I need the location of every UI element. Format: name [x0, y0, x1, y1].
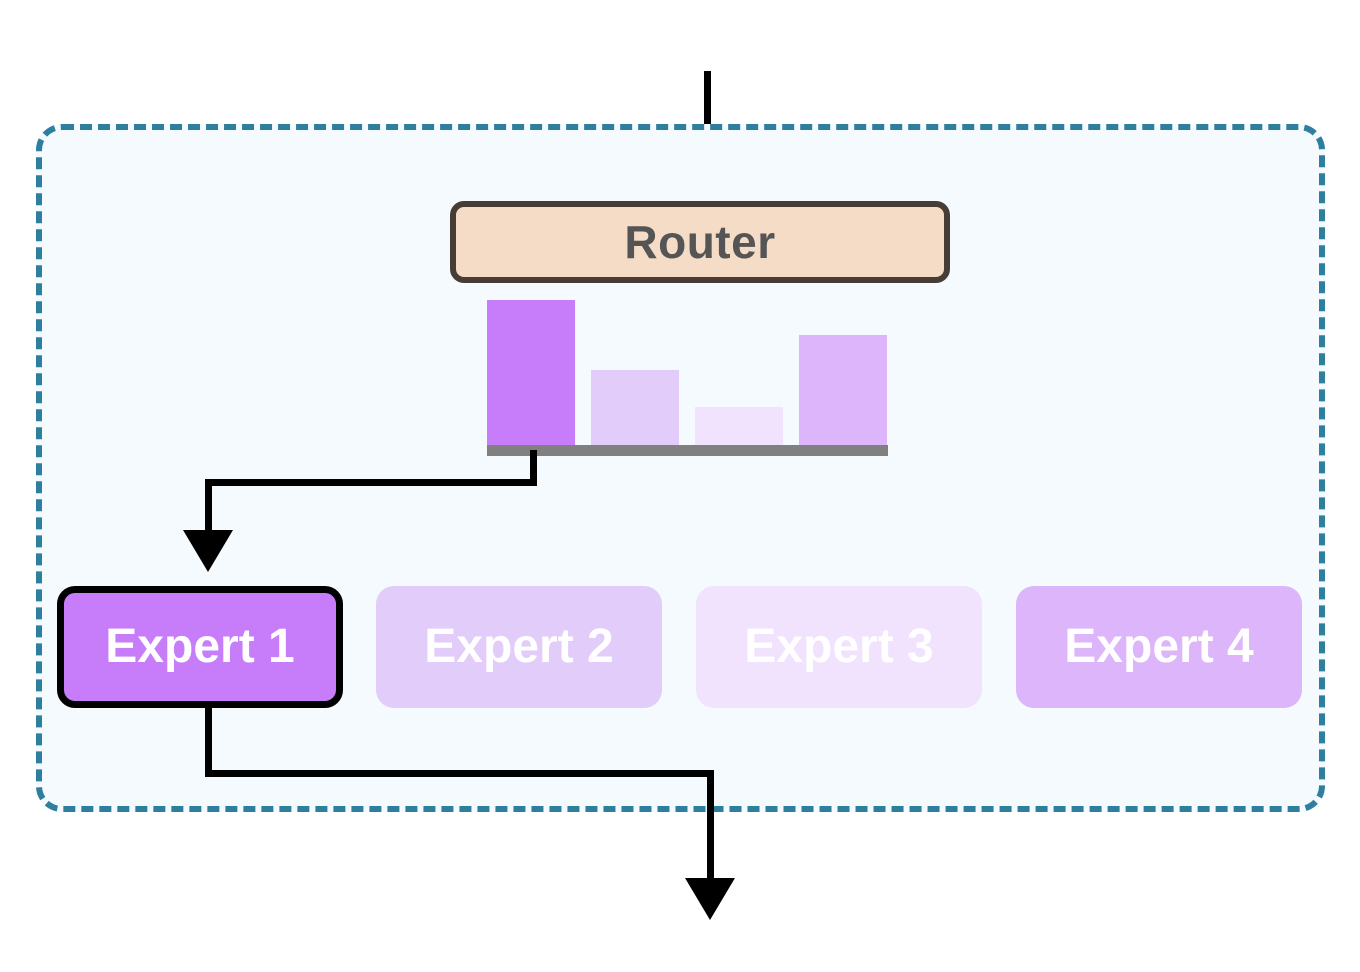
route-arrow-vertical-a	[530, 450, 537, 486]
router-node[interactable]: Router	[450, 201, 950, 283]
expert-node-1[interactable]: Expert 1	[57, 586, 343, 708]
expert-label-4: Expert 4	[1064, 620, 1254, 673]
weight-bar-1	[591, 370, 679, 445]
router-label: Router	[624, 216, 776, 268]
output-arrowhead-icon	[685, 878, 735, 920]
weight-bar-2	[695, 407, 783, 445]
expert-label-2: Expert 2	[424, 620, 614, 673]
output-arrow-horizontal	[205, 770, 714, 777]
output-arrow-vertical-b	[707, 770, 714, 886]
route-arrow-horizontal	[205, 479, 537, 486]
route-arrowhead-icon	[183, 530, 233, 572]
weight-bar-3	[799, 335, 887, 445]
expert-node-3[interactable]: Expert 3	[696, 586, 982, 708]
chart-baseline	[487, 445, 888, 456]
expert-label-1: Expert 1	[105, 620, 295, 673]
router-weights-chart	[487, 300, 888, 456]
route-arrow-vertical-b	[205, 479, 212, 537]
output-arrow-vertical-a	[205, 705, 212, 777]
expert-node-4[interactable]: Expert 4	[1016, 586, 1302, 708]
weight-bar-0	[487, 300, 575, 445]
expert-node-2[interactable]: Expert 2	[376, 586, 662, 708]
expert-label-3: Expert 3	[744, 620, 934, 673]
